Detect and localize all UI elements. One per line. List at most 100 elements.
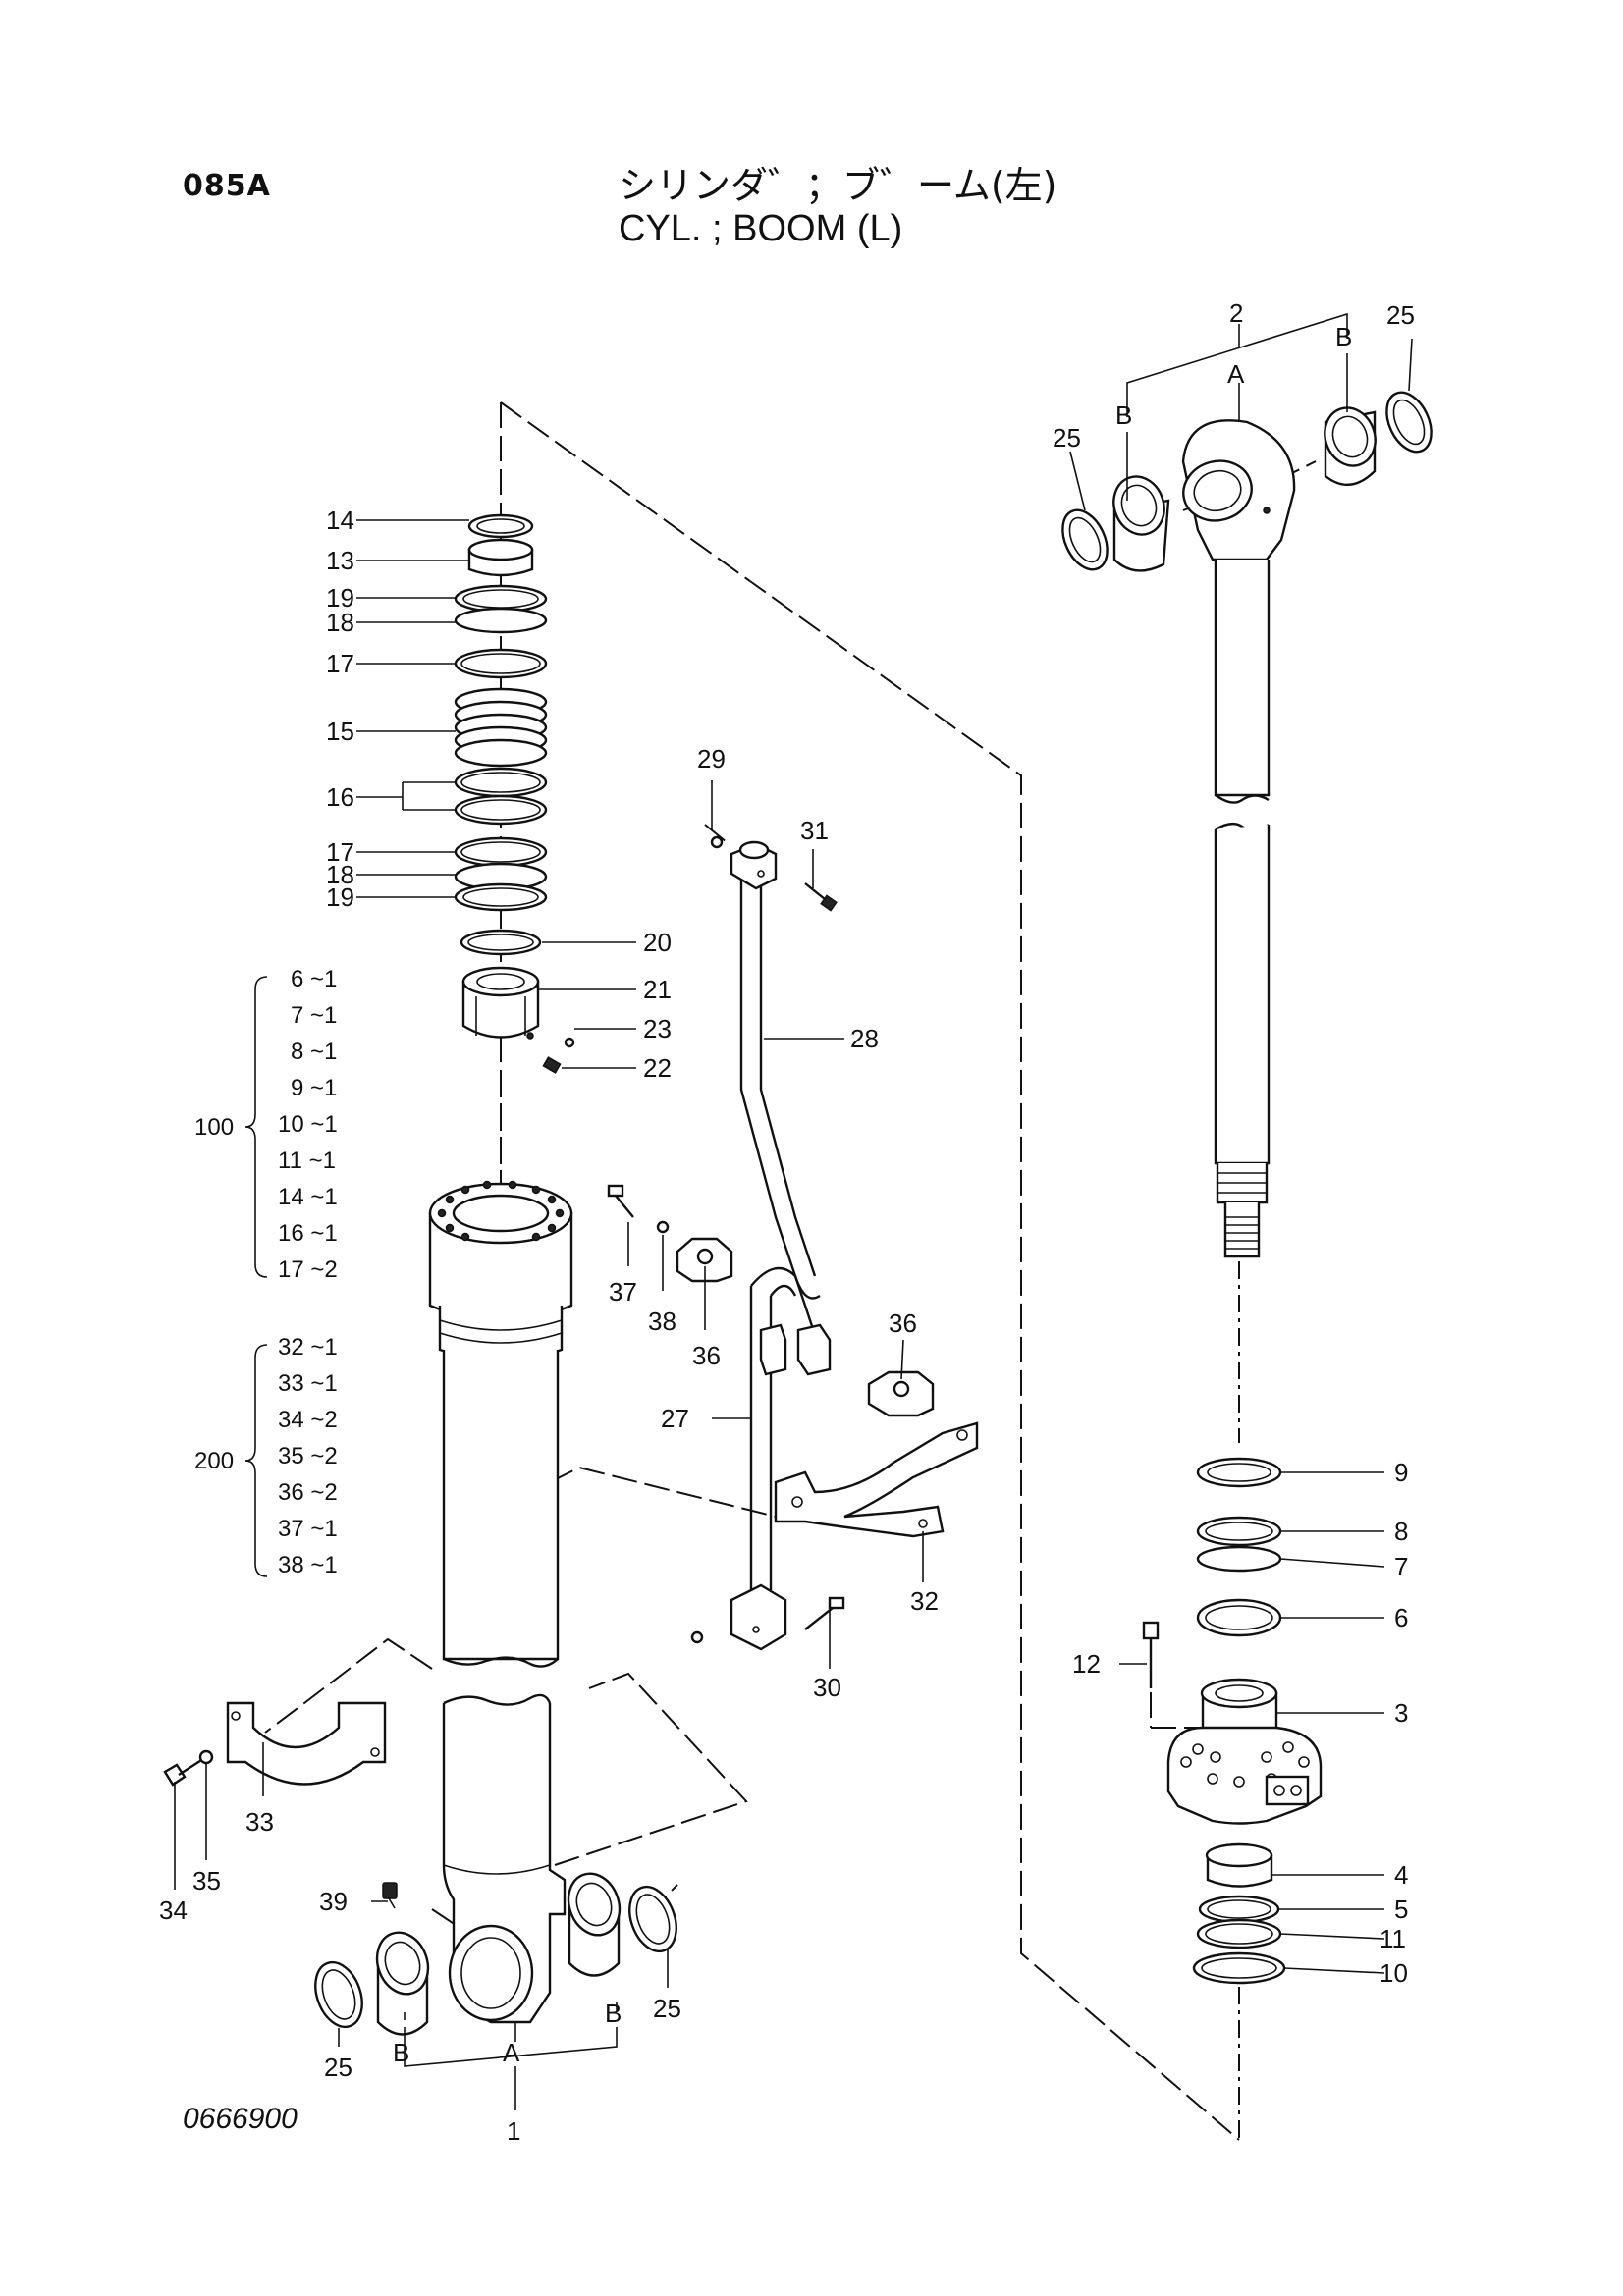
piston-seals-right [1196, 1457, 1282, 1637]
label-33: 33 [245, 1807, 274, 1837]
clamp-33 [226, 1701, 387, 1786]
bolt-30 [804, 1596, 845, 1630]
kit-200-item: 32 ~1 [278, 1334, 338, 1361]
kit-200-label: 200 [194, 1448, 234, 1474]
bracket-32 [774, 1421, 979, 1538]
bolt-31 [804, 882, 838, 912]
assembly-brackets [404, 312, 1348, 2110]
bushing-bottom-right [567, 1872, 622, 1977]
label-25a: 25 [1053, 423, 1081, 453]
label-35: 35 [192, 1866, 221, 1896]
label-21: 21 [643, 975, 672, 1004]
label-9: 9 [1394, 1458, 1408, 1487]
label-19b: 19 [326, 882, 354, 912]
label-28: 28 [850, 1024, 879, 1053]
washer-35 [198, 1749, 214, 1765]
label-6: 6 [1394, 1603, 1408, 1632]
label-8: 8 [1394, 1517, 1408, 1546]
label-B-top-r: B [1335, 322, 1352, 351]
label-A-bot: A [503, 2038, 520, 2067]
label-25d: 25 [324, 2053, 352, 2082]
label-36a: 36 [692, 1341, 721, 1370]
pipe-28 [730, 840, 821, 1300]
kit-100-item: 6 ~1 [291, 966, 337, 992]
bushing-top-right [1324, 406, 1377, 486]
o-ring-30 [690, 1630, 704, 1644]
packing-15 [454, 687, 548, 768]
label-36b: 36 [889, 1308, 917, 1338]
drawing-number: 0666900 [183, 2103, 298, 2135]
bolt-37 [607, 1184, 634, 1218]
label-17b: 17 [326, 837, 354, 867]
label-29: 29 [697, 744, 726, 774]
label-31: 31 [800, 816, 829, 845]
label-1: 1 [507, 2116, 520, 2146]
callout-labels: 14 13 19 18 17 15 16 17 18 19 20 21 23 2… [159, 298, 1415, 2146]
label-22: 22 [643, 1053, 672, 1083]
kit-200-list: 200 32 ~1 33 ~1 34 ~2 35 ~2 36 ~2 37 ~1 … [194, 1334, 338, 1578]
bolt-12 [1142, 1621, 1160, 1688]
label-12: 12 [1072, 1649, 1101, 1679]
title-english: CYL. ; BOOM (L) [619, 208, 903, 249]
title-japanese: シリンダ゛；ブ゛ーム(左) [619, 164, 1057, 207]
label-37: 37 [609, 1277, 637, 1307]
label-10: 10 [1380, 1958, 1408, 1988]
kit-100-item: 7 ~1 [291, 1002, 337, 1029]
clamp-36-lower [867, 1370, 935, 1417]
kit-200-item: 37 ~1 [278, 1516, 338, 1542]
kit-200-item: 33 ~1 [278, 1370, 338, 1397]
label-15: 15 [326, 717, 354, 746]
rod-eye-2 [1181, 419, 1296, 561]
cylinder-tube [428, 1180, 573, 2024]
label-5: 5 [1394, 1895, 1408, 1924]
kit-100-item: 9 ~1 [291, 1075, 337, 1101]
bushing-top-left [1112, 475, 1170, 572]
label-B-top-l: B [1115, 400, 1132, 430]
kit-100-list: 100 6 ~1 7 ~1 8 ~1 9 ~1 10 ~1 11 ~1 14 ~… [194, 966, 338, 1283]
kit-100-item: 11 ~1 [278, 1148, 336, 1174]
label-25b: 25 [1386, 300, 1415, 330]
kit-200-item: 36 ~2 [278, 1479, 338, 1506]
label-17a: 17 [326, 649, 354, 678]
kit-200-item: 38 ~1 [278, 1552, 338, 1578]
kit-100-item: 17 ~2 [278, 1256, 338, 1283]
pipe-27 [730, 1266, 817, 1651]
o-ring-29 [710, 835, 724, 849]
seal-25-top-right [1385, 391, 1433, 454]
kit-100-item: 14 ~1 [278, 1184, 338, 1210]
label-18b: 18 [326, 860, 354, 889]
section-code: 085A [183, 169, 271, 203]
ball-23 [564, 1037, 575, 1048]
bearing-seals-right [1192, 1842, 1286, 1985]
label-16: 16 [326, 782, 354, 812]
label-20: 20 [643, 928, 672, 957]
label-14: 14 [326, 506, 354, 535]
nut-21 [461, 966, 540, 1040]
pipe-clamp-blocks [759, 1323, 832, 1376]
leader-lines [174, 338, 1413, 2047]
kit-100-item: 16 ~1 [278, 1220, 338, 1247]
grease-fitting-39 [382, 1882, 398, 1909]
kit-100-item: 8 ~1 [291, 1039, 337, 1065]
seal-25-bottom-left [314, 1960, 363, 2029]
bushing-bottom-left [375, 1931, 430, 2036]
washer-38 [656, 1220, 670, 1234]
label-27: 27 [661, 1404, 689, 1433]
label-3: 3 [1394, 1698, 1408, 1728]
label-18a: 18 [326, 608, 354, 637]
seal-ring-stack [454, 513, 548, 956]
seal-25-bottom-right [628, 1885, 677, 1953]
label-B-bot-l: B [393, 2038, 409, 2067]
label-2: 2 [1229, 298, 1243, 328]
label-A-top: A [1227, 359, 1245, 389]
kit-200-item: 34 ~2 [278, 1407, 338, 1433]
label-B-bot-r: B [605, 1999, 622, 2028]
kit-100-label: 100 [194, 1114, 234, 1141]
kit-100-item: 10 ~1 [278, 1111, 338, 1138]
label-32: 32 [910, 1586, 939, 1616]
label-13: 13 [326, 546, 354, 575]
label-38: 38 [648, 1307, 676, 1336]
label-11: 11 [1380, 1924, 1406, 1953]
cylinder-head-3 [1166, 1678, 1323, 1825]
label-4: 4 [1394, 1860, 1408, 1890]
